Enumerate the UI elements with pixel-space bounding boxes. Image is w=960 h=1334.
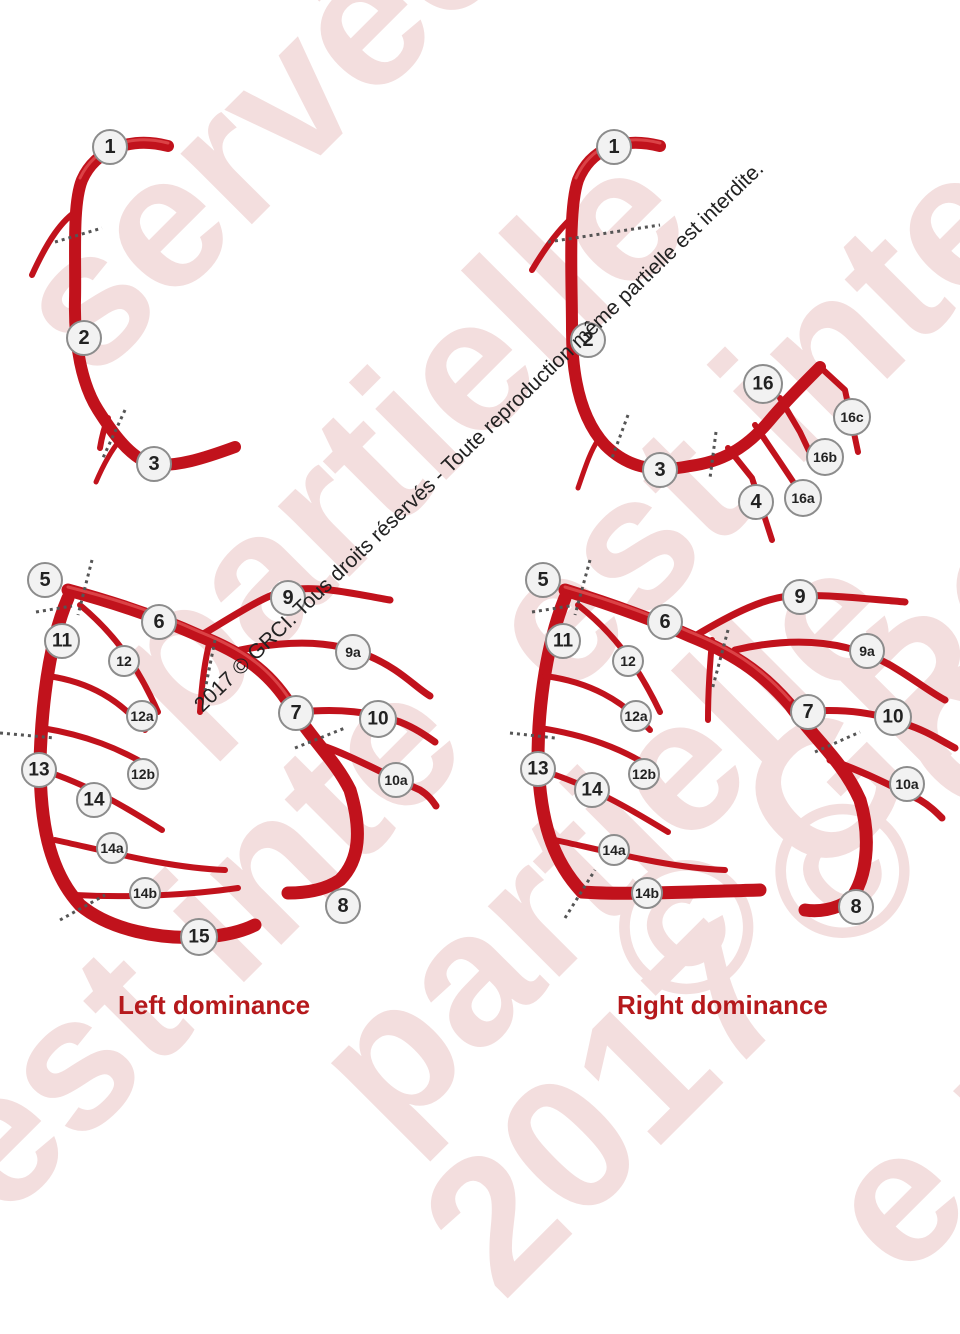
segment-label: 8 (326, 889, 360, 923)
segment-label: 3 (643, 453, 677, 487)
segment-label: 14 (77, 783, 111, 817)
svg-text:7: 7 (802, 701, 813, 723)
svg-text:14b: 14b (133, 885, 157, 901)
segment-label: 16 (744, 365, 782, 403)
segment-label: 5 (28, 563, 62, 597)
svg-text:14b: 14b (635, 885, 659, 901)
segment-label: 9 (783, 580, 817, 614)
svg-text:16: 16 (752, 374, 773, 395)
coronary-dominance-diagram: servée partielle est interdite © GRCI pa… (0, 0, 960, 1025)
svg-text:16b: 16b (813, 449, 837, 465)
segment-label: 12a (621, 701, 651, 731)
svg-text:7: 7 (290, 702, 301, 724)
right-lca-vessels (510, 560, 955, 918)
svg-text:15: 15 (188, 927, 210, 948)
segment-label: 9a (336, 635, 370, 669)
segment-label: 16b (807, 439, 843, 475)
svg-text:16c: 16c (840, 409, 864, 425)
caption-right-dominance: Right dominance (617, 990, 828, 1021)
segment-label: 13 (22, 753, 56, 787)
segment-label: 13 (521, 752, 555, 786)
svg-text:8: 8 (850, 896, 861, 918)
svg-text:14a: 14a (100, 840, 124, 856)
svg-text:16a: 16a (791, 490, 815, 506)
svg-text:12b: 12b (131, 766, 155, 782)
segment-label: 1 (93, 130, 127, 164)
svg-text:9: 9 (794, 586, 805, 608)
svg-text:1: 1 (104, 136, 115, 158)
segment-label: 2 (67, 321, 101, 355)
segment-label: 5 (526, 563, 560, 597)
svg-text:10a: 10a (384, 772, 408, 788)
svg-text:3: 3 (148, 453, 159, 475)
svg-text:10: 10 (367, 709, 388, 730)
svg-text:14a: 14a (602, 842, 626, 858)
segment-label: 12a (127, 701, 157, 731)
svg-text:12: 12 (116, 653, 132, 669)
segment-label: 14a (97, 833, 127, 863)
svg-text:14: 14 (83, 790, 105, 811)
svg-text:6: 6 (659, 611, 670, 633)
svg-text:5: 5 (537, 569, 548, 591)
segment-label: 11 (45, 624, 79, 658)
segment-label: 7 (279, 696, 313, 730)
segment-label: 14 (575, 773, 609, 807)
svg-text:12a: 12a (624, 708, 648, 724)
left-lca-vessels (0, 560, 436, 938)
segment-label: 14a (599, 835, 629, 865)
svg-text:1: 1 (608, 136, 619, 158)
svg-text:2: 2 (78, 327, 89, 349)
segment-label: 10 (875, 699, 911, 735)
svg-text:9a: 9a (859, 643, 875, 659)
segment-label: 10 (360, 701, 396, 737)
left-rca-vessels (32, 140, 235, 482)
svg-text:12a: 12a (130, 708, 154, 724)
segment-label: 6 (648, 605, 682, 639)
segment-label: 10a (890, 767, 924, 801)
segment-label: 16c (834, 399, 870, 435)
segment-label: 10a (379, 763, 413, 797)
svg-text:4: 4 (750, 491, 762, 513)
svg-text:14: 14 (581, 780, 603, 801)
segment-label: 1 (597, 130, 631, 164)
svg-text:3: 3 (654, 459, 665, 481)
svg-text:12: 12 (620, 653, 636, 669)
svg-text:13: 13 (527, 759, 548, 780)
segment-label: 11 (546, 624, 580, 658)
segment-label: 14b (130, 878, 160, 908)
segment-label: 9a (850, 634, 884, 668)
svg-text:9a: 9a (345, 644, 361, 660)
segment-label: 8 (839, 890, 873, 924)
svg-text:5: 5 (39, 569, 50, 591)
segment-label: 3 (137, 447, 171, 481)
svg-text:10: 10 (882, 707, 903, 728)
segment-label: 7 (791, 695, 825, 729)
caption-left-dominance: Left dominance (118, 990, 310, 1021)
svg-text:12b: 12b (632, 766, 656, 782)
svg-text:11: 11 (52, 631, 73, 652)
segment-label: 12 (109, 646, 139, 676)
svg-text:6: 6 (153, 611, 164, 633)
vessel-drawing: 1 2 3 1 2 3 4 16 16a 16b 16c 5 6 7 8 9 9… (0, 0, 960, 1025)
segment-label: 16a (785, 480, 821, 516)
segment-label: 12 (613, 646, 643, 676)
segment-label: 12b (629, 759, 659, 789)
svg-text:11: 11 (553, 631, 574, 652)
segment-label: 12b (128, 759, 158, 789)
segment-label: 15 (181, 919, 217, 955)
svg-text:13: 13 (28, 760, 49, 781)
segment-label: 14b (632, 878, 662, 908)
segment-label: 4 (739, 485, 773, 519)
svg-text:8: 8 (337, 895, 348, 917)
segment-label: 6 (142, 605, 176, 639)
svg-text:10a: 10a (895, 776, 919, 792)
